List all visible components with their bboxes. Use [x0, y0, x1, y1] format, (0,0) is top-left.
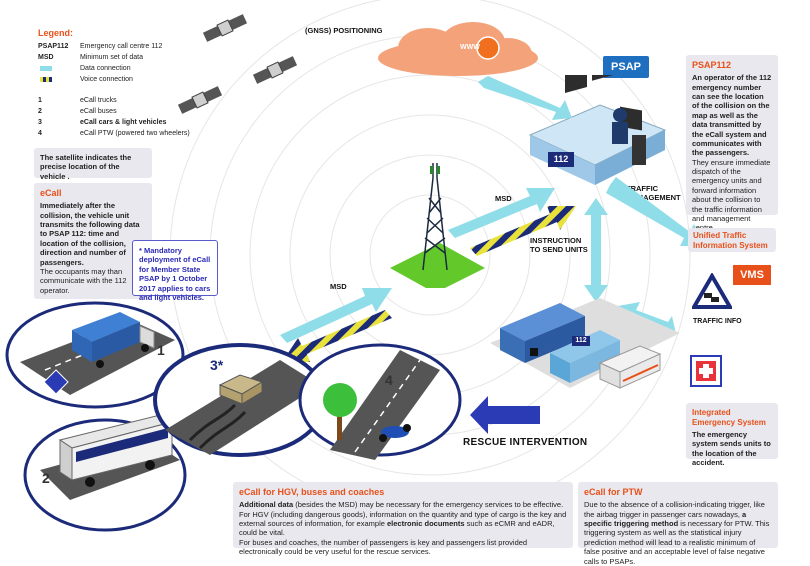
scene-car [153, 343, 327, 457]
fire-truck-icon [500, 303, 585, 363]
legend-row-data: Data connection [38, 65, 131, 72]
psap112-info-box: PSAP112 An operator of the 112 emergency… [686, 55, 778, 232]
vehicle-scenes [5, 301, 462, 532]
police-car-icon [598, 345, 662, 389]
hgv-info-box: eCall for HGV, buses and coaches Additio… [233, 482, 573, 556]
gnss-label: (GNSS) POSITIONING [305, 26, 383, 35]
truck-icon [72, 312, 155, 368]
red-cross-icon [690, 355, 722, 387]
scene-motorbike [298, 343, 462, 460]
psap-badge: PSAP [603, 56, 649, 78]
scene-bus [23, 414, 187, 532]
legend-row-voice: Voice connection [38, 76, 133, 83]
ambulance-icon [550, 330, 620, 383]
traffic-management-label: TRAFFIC MANAGEMENT [626, 184, 681, 202]
satellites [177, 14, 298, 114]
bus-icon [58, 414, 174, 487]
rescue-intervention-label: RESCUE INTERVENTION [463, 437, 588, 448]
data-arrow-msd [448, 188, 555, 238]
instruction-label: INSTRUCTION TO SEND UNITS [530, 236, 588, 254]
ecall-box-body: Immediately after the collision, the veh… [40, 201, 140, 267]
rescue-arrow [470, 396, 540, 434]
data-connection-swatch [40, 65, 52, 71]
traffic-info-label: TRAFFIC INFO [693, 318, 742, 325]
integrated-emergency-box: Integrated Emergency System The emergenc… [686, 403, 778, 467]
vehicle-number-4: 4 [385, 372, 393, 388]
voice-connection-swatch [40, 76, 52, 82]
data-arrow [478, 76, 572, 120]
vehicle-number-1: 1 [157, 342, 165, 358]
satellite-note: The satellite indicates the precise loca… [34, 148, 152, 181]
cloud-icon [378, 22, 538, 76]
vehicle-number-3: 3* [210, 357, 224, 373]
hazard-sign-icon [43, 369, 69, 395]
data-arrow-msd-vehicles [280, 288, 392, 343]
www-label: WWW [460, 44, 480, 51]
legend-title: Legend: [38, 28, 73, 38]
satellite-icon [252, 56, 298, 84]
motorbike-icon [379, 424, 411, 442]
tree-icon [323, 383, 357, 440]
psap-box-title: PSAP112 [692, 60, 732, 70]
car-icon [218, 374, 264, 405]
vehicle-number-2: 2 [42, 470, 50, 486]
desk-112-label: 112 [548, 152, 574, 167]
voice-arrow [470, 206, 576, 256]
data-arrow-traffic [606, 177, 702, 246]
ptw-info-box: eCall for PTW Due to the absence of a co… [578, 482, 778, 566]
vms-badge: VMS [733, 265, 771, 285]
scene-truck [5, 301, 185, 409]
msd-label-upper: MSD [495, 194, 512, 203]
satellite-icon [202, 14, 248, 42]
ecall-box-body2: The occupants may than communicate with … [40, 266, 127, 295]
operator-icon [613, 108, 627, 122]
data-arrow-instruction [584, 198, 608, 302]
cell-tower [390, 163, 485, 288]
ambulance-112-label: 112 [572, 336, 590, 346]
unified-traffic-box: Unified Traffic Information System [688, 228, 776, 252]
satellite-icon [177, 86, 223, 114]
traffic-sign-icon [692, 273, 732, 309]
voice-arrow-vehicles [282, 310, 392, 362]
msd-label-lower: MSD [330, 282, 347, 291]
globe-icon [476, 36, 500, 60]
mandatory-note: * Mandatory deployment of eCall for Memb… [132, 240, 218, 302]
ecall-box-title: eCall [40, 188, 62, 198]
